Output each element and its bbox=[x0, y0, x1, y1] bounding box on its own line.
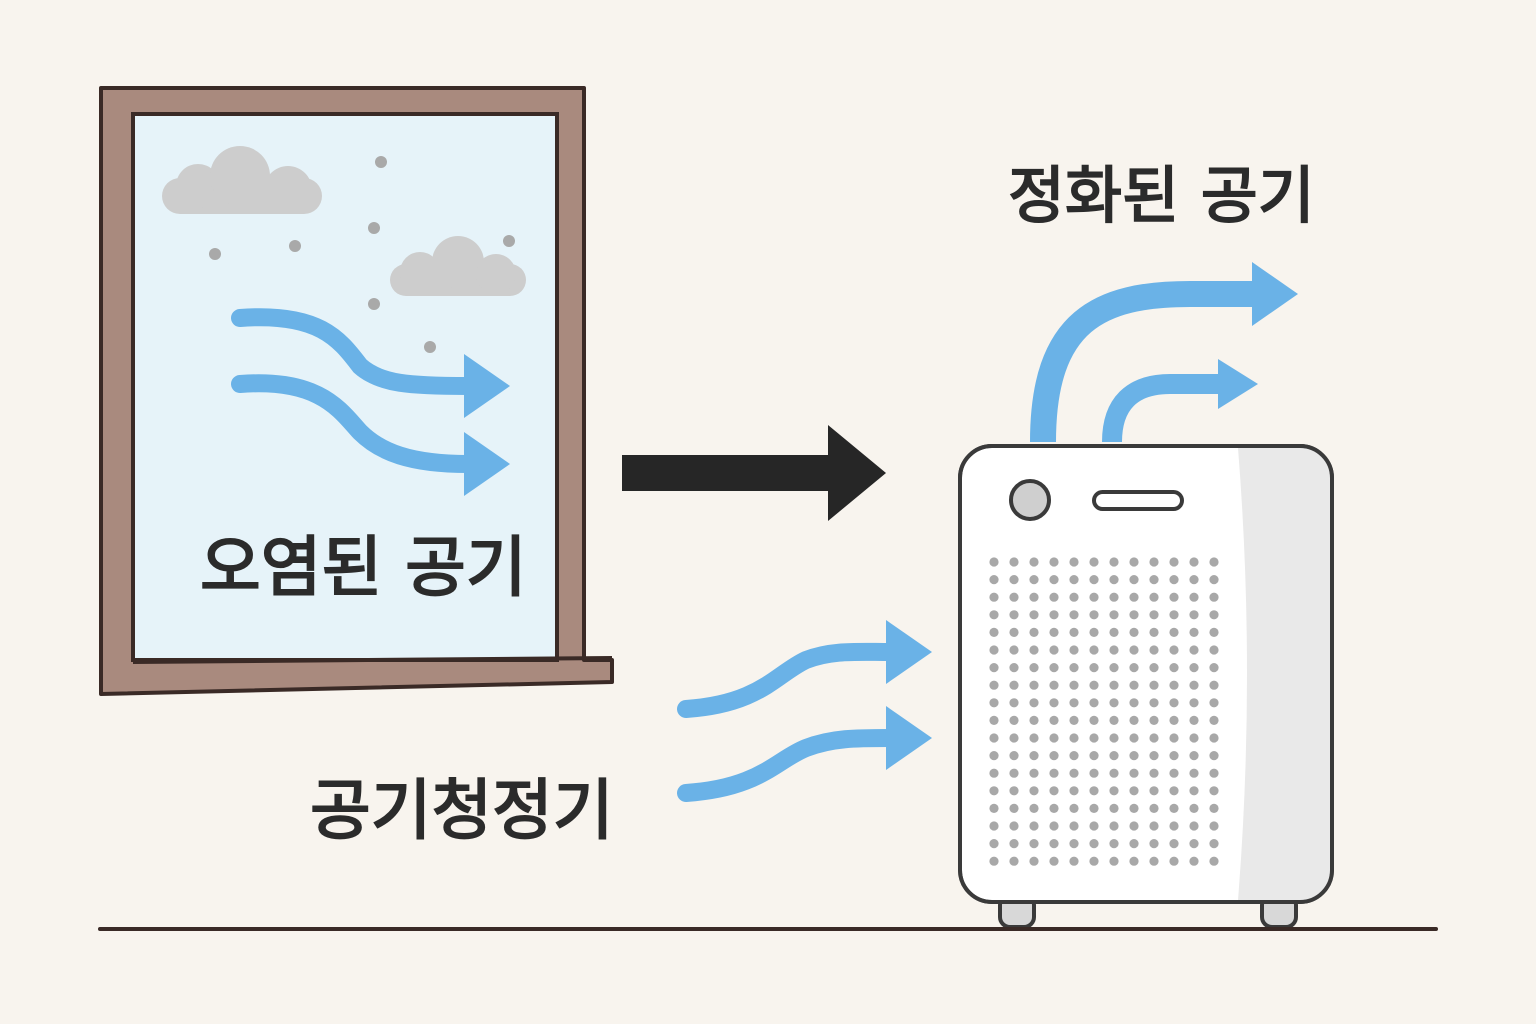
airflow-arrow-icon bbox=[231, 308, 510, 418]
airflow-arrow-icon bbox=[1102, 359, 1258, 443]
air-purifier-icon bbox=[958, 444, 1334, 929]
purifier-side-panel bbox=[1238, 448, 1330, 900]
cloud-icon bbox=[390, 236, 526, 296]
airflow-arrow-icon bbox=[231, 374, 510, 496]
dust-particle-icon bbox=[209, 156, 515, 353]
polluted-air-label: 오염된 공기 bbox=[200, 529, 527, 606]
arrow-right-icon bbox=[622, 425, 886, 521]
display-slot bbox=[1092, 490, 1184, 511]
airflow-arrow-icon bbox=[677, 619, 932, 718]
cloud-icon bbox=[162, 146, 322, 214]
airflow-arrow-icon bbox=[1030, 262, 1298, 443]
intake-vent-grid bbox=[989, 557, 1219, 866]
purified-air-label: 정화된 공기 bbox=[1008, 159, 1315, 232]
power-knob bbox=[1009, 479, 1051, 521]
airflow-arrow-icon bbox=[677, 706, 932, 802]
air-purifier-label: 공기청정기 bbox=[310, 772, 614, 849]
